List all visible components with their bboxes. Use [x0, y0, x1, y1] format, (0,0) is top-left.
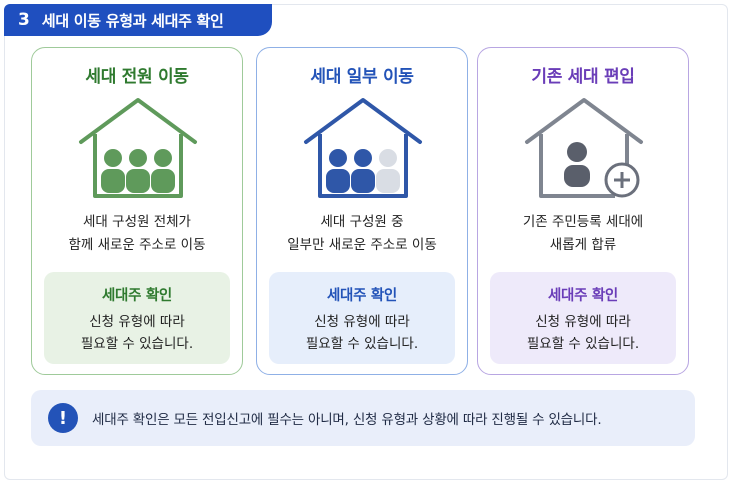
- description-line: 함께 새로운 주소로 이동: [68, 237, 206, 253]
- description-line: 세대 구성원 전체가: [83, 214, 191, 230]
- confirm-line: 필요할 수 있습니다.: [526, 336, 640, 352]
- house-three-people-icon: [79, 98, 197, 198]
- card-description: 기존 주민등록 세대에 새롭게 합류: [478, 211, 688, 257]
- confirm-line: 필요할 수 있습니다.: [305, 336, 419, 352]
- card-whole-household-move: 세대 전원 이동 세대 구성원 전체가 함께 새로운 주소로 이동 세대주 확인…: [31, 47, 243, 375]
- card-title: 세대 전원 이동: [85, 67, 189, 87]
- confirm-title: 세대주 확인: [327, 288, 397, 304]
- confirm-body: 신청 유형에 따라 필요할 수 있습니다.: [490, 311, 676, 355]
- confirm-body: 신청 유형에 따라 필요할 수 있습니다.: [44, 311, 230, 355]
- section-number: 3: [18, 10, 30, 30]
- confirm-title: 세대주 확인: [548, 288, 618, 304]
- card-description: 세대 구성원 중 일부만 새로운 주소로 이동: [257, 211, 467, 257]
- householder-confirm-box: 세대주 확인 신청 유형에 따라 필요할 수 있습니다.: [490, 272, 676, 364]
- confirm-title: 세대주 확인: [102, 288, 172, 304]
- section-header: 3 세대 이동 유형과 세대주 확인: [4, 4, 272, 36]
- house-add-person-icon: [525, 98, 643, 198]
- description-line: 세대 구성원 중: [320, 214, 404, 230]
- notice-banner: ! 세대주 확인은 모든 전입신고에 필수는 아니며, 신청 유형과 상황에 따…: [31, 390, 695, 446]
- description-line: 기존 주민등록 세대에: [522, 214, 644, 230]
- exclamation-icon: !: [48, 403, 78, 433]
- card-title: 기존 세대 편입: [531, 67, 635, 87]
- section-title: 세대 이동 유형과 세대주 확인: [41, 11, 224, 30]
- notice-text: 세대주 확인은 모든 전입신고에 필수는 아니며, 신청 유형과 상황에 따라 …: [92, 412, 602, 428]
- card-description: 세대 구성원 전체가 함께 새로운 주소로 이동: [32, 211, 242, 257]
- house-partial-people-icon: [304, 98, 422, 198]
- householder-confirm-box: 세대주 확인 신청 유형에 따라 필요할 수 있습니다.: [269, 272, 455, 364]
- householder-confirm-box: 세대주 확인 신청 유형에 따라 필요할 수 있습니다.: [44, 272, 230, 364]
- confirm-body: 신청 유형에 따라 필요할 수 있습니다.: [269, 311, 455, 355]
- confirm-line: 신청 유형에 따라: [535, 314, 631, 330]
- card-partial-household-move: 세대 일부 이동 세대 구성원 중 일부만 새로운 주소로 이동 세대주 확인 …: [256, 47, 468, 375]
- confirm-line: 신청 유형에 따라: [89, 314, 185, 330]
- card-join-existing-household: 기존 세대 편입 기존 주민등록 세대에 새롭게 합류 세대주 확인 신청 유형…: [477, 47, 689, 375]
- confirm-line: 신청 유형에 따라: [314, 314, 410, 330]
- description-line: 일부만 새로운 주소로 이동: [287, 237, 437, 253]
- confirm-line: 필요할 수 있습니다.: [80, 336, 194, 352]
- card-title: 세대 일부 이동: [310, 67, 414, 87]
- description-line: 새롭게 합류: [549, 237, 617, 253]
